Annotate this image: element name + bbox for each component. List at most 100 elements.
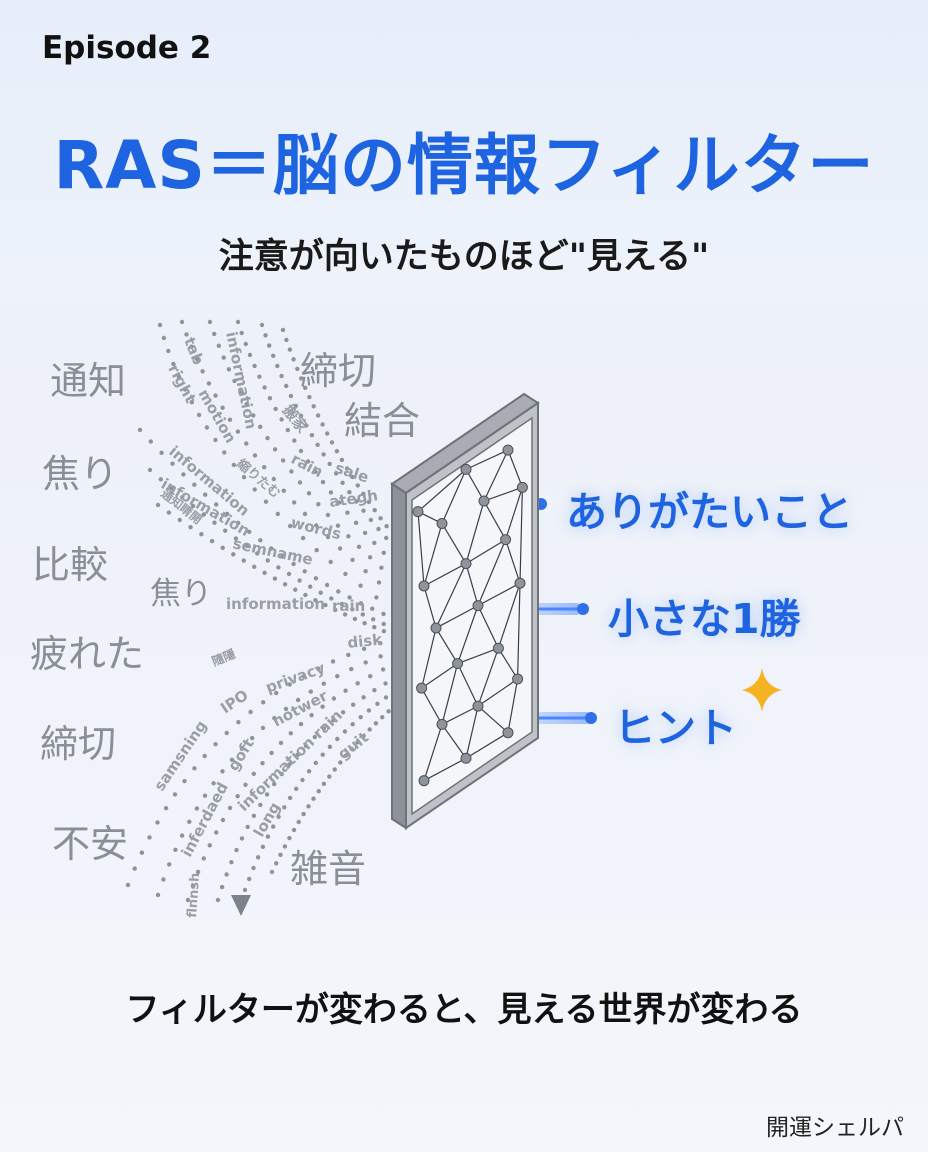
noise-dot <box>155 502 161 508</box>
noise-dot <box>343 571 348 577</box>
noise-dot <box>286 571 292 577</box>
noise-dot <box>306 804 311 809</box>
noise-dot <box>298 721 304 727</box>
mesh-link <box>441 663 459 725</box>
noise-dot <box>299 376 304 381</box>
stream-word: 隨隱 <box>210 646 238 669</box>
noise-dot <box>366 499 372 505</box>
episode-label: Episode 2 <box>42 30 212 66</box>
noise-dot <box>265 558 270 563</box>
noise-dot <box>272 716 277 721</box>
noise-dot <box>324 582 330 588</box>
noise-dot <box>202 753 207 759</box>
stream-word: tab <box>180 335 207 368</box>
noise-dot <box>216 343 221 348</box>
noise-dot <box>269 546 274 551</box>
mesh-link <box>505 487 523 540</box>
noise-dot <box>376 580 382 585</box>
mesh-node <box>460 752 472 764</box>
noise-dot <box>295 366 300 372</box>
noise-dot <box>372 625 377 630</box>
mesh-link <box>423 585 437 629</box>
noise-dot <box>295 697 301 703</box>
mesh-link <box>477 705 509 734</box>
noise-dot <box>220 817 226 823</box>
mesh-link <box>441 724 467 759</box>
noise-dot <box>239 330 244 336</box>
arrow-down-icon <box>231 895 251 916</box>
noise-dot <box>346 534 351 539</box>
noise-dot <box>229 757 235 762</box>
noise-dot <box>257 374 262 379</box>
noise-dot <box>333 607 338 613</box>
noise-dot <box>334 449 340 454</box>
noise-dot <box>372 688 377 693</box>
noise-dot <box>274 861 279 866</box>
noise-dot <box>372 508 377 513</box>
noise-stream <box>125 319 391 903</box>
noise-dot <box>293 587 298 592</box>
noise-dot <box>314 547 319 553</box>
noise-dot <box>303 592 308 598</box>
mesh-node <box>418 775 430 787</box>
noise-dot <box>274 690 279 696</box>
noise-dot <box>276 814 281 819</box>
noise-dot <box>331 718 336 723</box>
noise-dot <box>305 459 311 464</box>
noise-dot <box>250 735 255 741</box>
noise-dot <box>308 584 313 589</box>
noise-dot <box>362 621 367 626</box>
noise-dot <box>169 486 174 491</box>
noise-dot <box>229 860 234 865</box>
noise-dot <box>321 681 326 686</box>
mesh-link <box>423 523 443 587</box>
noise-dot <box>275 363 280 369</box>
noise-dot <box>170 461 175 466</box>
noise-dot <box>269 750 274 756</box>
mesh-link <box>441 523 467 564</box>
noise-dot <box>231 462 237 468</box>
mesh-node <box>412 506 424 518</box>
stream-words: information tab right motion information… <box>150 330 384 918</box>
noise-dot <box>300 777 305 783</box>
noise-dot <box>361 508 366 513</box>
noise-dot <box>380 715 385 720</box>
noise-dot <box>368 674 373 679</box>
mesh-node <box>430 622 442 634</box>
stream-word: sale <box>333 459 371 487</box>
noise-dot <box>224 730 229 736</box>
noise-dot <box>280 458 286 463</box>
noise-dot <box>339 601 344 607</box>
noise-dot <box>212 520 217 525</box>
noise-dot <box>189 344 194 349</box>
noise-dot <box>329 440 335 445</box>
noise-dot <box>342 612 348 617</box>
stream-word: flnnsh <box>185 872 203 918</box>
filter-mesh-icon <box>390 392 540 830</box>
mesh-link <box>505 539 521 584</box>
mesh-link <box>483 500 507 540</box>
bottom-caption: フィルターが変わると、見える世界が変わる <box>125 990 803 1030</box>
noise-dot <box>327 774 332 779</box>
noise-dot <box>259 322 265 328</box>
noise-dot <box>311 404 316 409</box>
noise-dot <box>262 385 267 390</box>
mesh-link <box>497 647 519 680</box>
noise-dot <box>374 595 379 600</box>
noise-dot <box>244 401 249 407</box>
noise-dot <box>336 500 342 505</box>
noise-dot <box>137 427 143 433</box>
noise-dot <box>301 811 306 817</box>
stream-word: right <box>164 361 199 406</box>
emotion-word: 締切 <box>300 349 377 393</box>
noise-dot <box>235 794 240 799</box>
noise-dot <box>180 495 185 500</box>
noise-dot <box>214 502 219 507</box>
noise-dot <box>177 517 182 523</box>
noise-dot <box>219 884 225 890</box>
noise-dot <box>252 453 258 458</box>
noise-dot <box>260 725 266 731</box>
noise-dot <box>155 820 160 825</box>
noise-dot <box>362 530 368 536</box>
